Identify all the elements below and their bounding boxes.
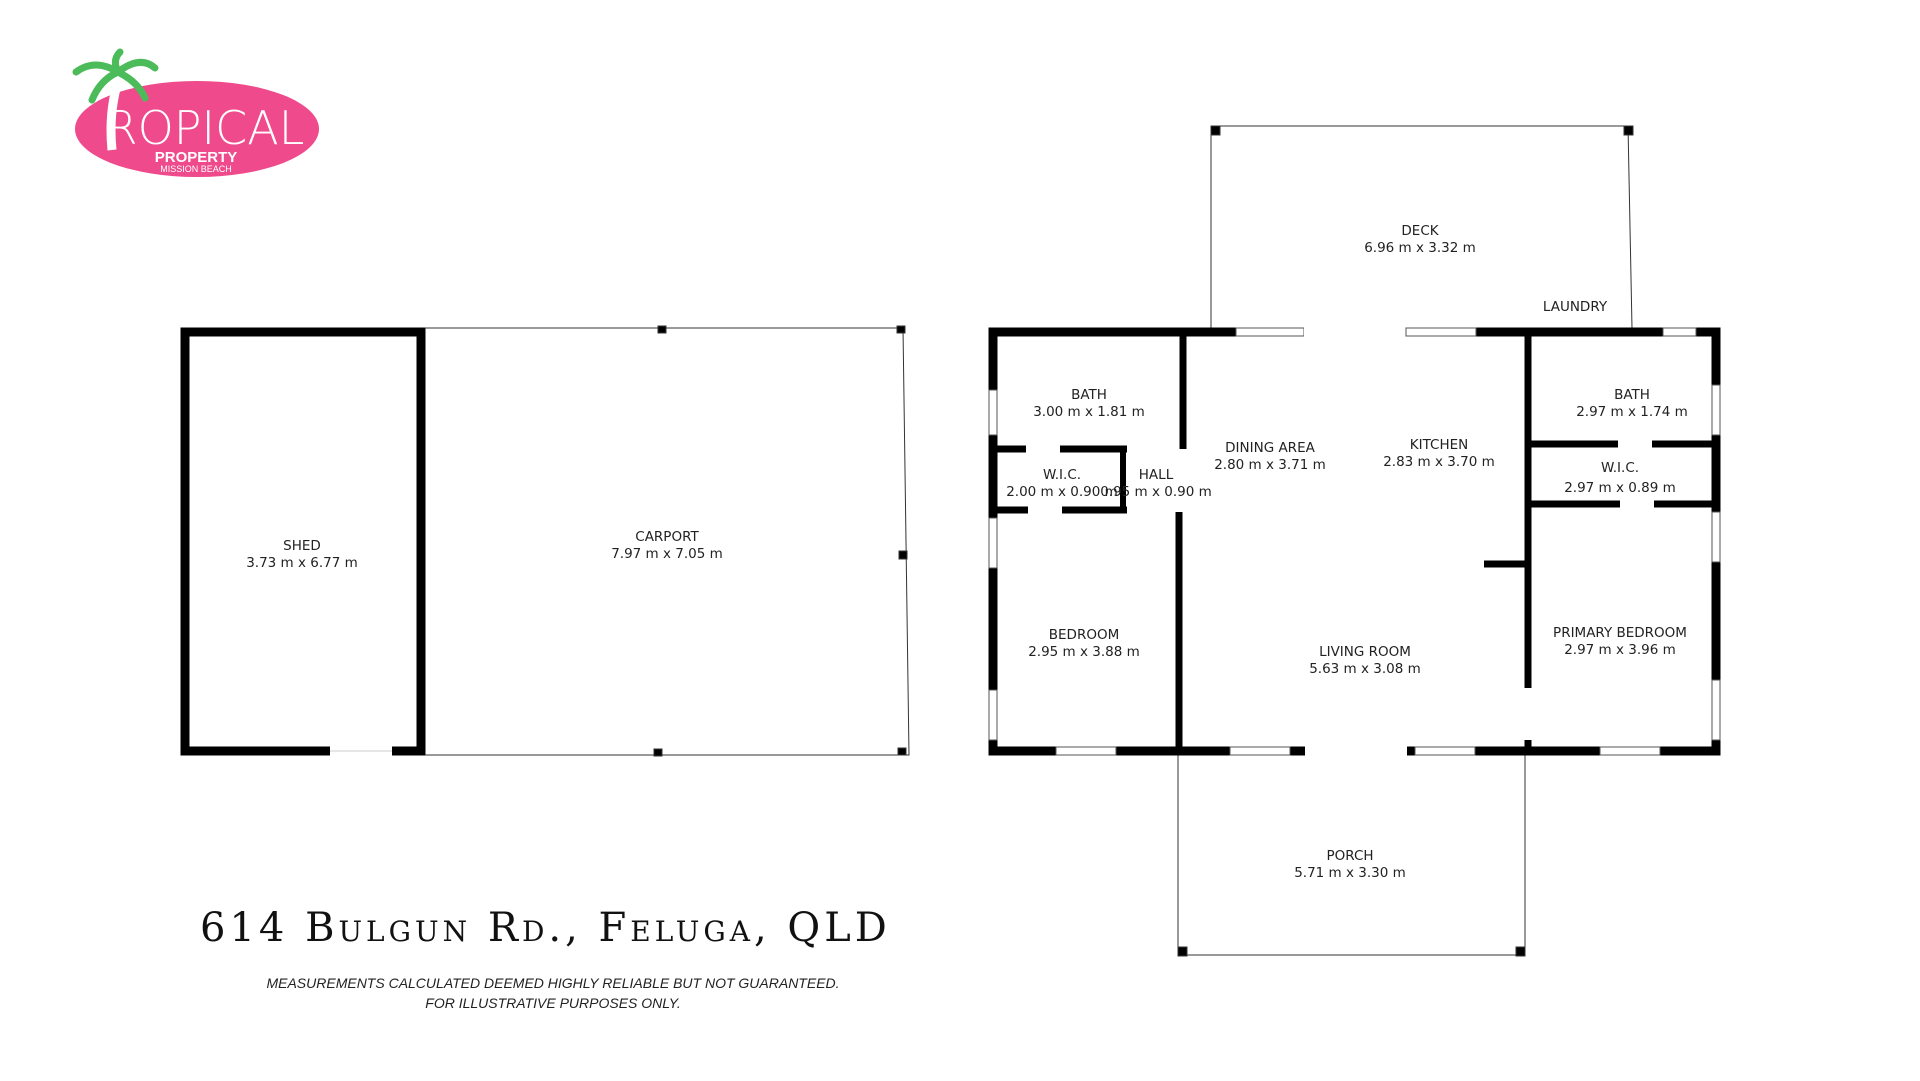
svg-text:2.80 m x 3.71 m: 2.80 m x 3.71 m [1214, 457, 1326, 473]
svg-text:5.71 m x 3.30 m: 5.71 m x 3.30 m [1294, 865, 1406, 881]
svg-text:0.95 m x 0.90 m: 0.95 m x 0.90 m [1100, 484, 1212, 500]
porch-outline [1177, 755, 1526, 957]
svg-text:PROPERTY: PROPERTY [155, 149, 238, 166]
room-wic-1: W.I.C.2.00 m x 0.90 m [1006, 467, 1118, 500]
svg-text:2.97 m x 0.89 m: 2.97 m x 0.89 m [1564, 480, 1676, 496]
svg-text:2.97 m x 1.74 m: 2.97 m x 1.74 m [1576, 404, 1688, 420]
deck-outline [1210, 125, 1634, 329]
disclaimer-line-1: MEASUREMENTS CALCULATED DEEMED HIGHLY RE… [266, 975, 840, 991]
room-wic-2: W.I.C. 2.97 m x 0.89 m [1564, 460, 1676, 496]
room-laundry: LAUNDRY [1543, 299, 1608, 315]
svg-text:7.97 m x 7.05 m: 7.97 m x 7.05 m [611, 546, 723, 562]
svg-text:3.73 m x 6.77 m: 3.73 m x 6.77 m [246, 555, 358, 571]
svg-text:DINING AREA: DINING AREA [1225, 440, 1315, 456]
company-logo: ROPICAL PROPERTY MISSION BEACH [72, 48, 319, 177]
svg-text:W.I.C.: W.I.C. [1601, 460, 1639, 476]
svg-text:LAUNDRY: LAUNDRY [1543, 299, 1608, 315]
shed-outline [180, 327, 426, 756]
svg-text:BATH: BATH [1071, 387, 1107, 403]
svg-text:BATH: BATH [1614, 387, 1650, 403]
svg-text:DECK: DECK [1401, 223, 1439, 239]
svg-text:CARPORT: CARPORT [635, 529, 699, 545]
svg-text:LIVING ROOM: LIVING ROOM [1319, 644, 1411, 660]
svg-text:5.63 m x 3.08 m: 5.63 m x 3.08 m [1309, 661, 1421, 677]
property-address: 614 Bulgun Rd., Feluga, QLD [200, 905, 891, 951]
svg-text:2.97 m x 3.96 m: 2.97 m x 3.96 m [1564, 642, 1676, 658]
svg-text:PRIMARY BEDROOM: PRIMARY BEDROOM [1553, 625, 1687, 641]
svg-text:KITCHEN: KITCHEN [1410, 437, 1469, 453]
svg-text:SHED: SHED [283, 538, 321, 554]
svg-text:6.96 m x 3.32 m: 6.96 m x 3.32 m [1364, 240, 1476, 256]
svg-text:ROPICAL: ROPICAL [106, 101, 305, 155]
svg-text:HALL: HALL [1139, 467, 1174, 483]
svg-text:2.95 m x 3.88 m: 2.95 m x 3.88 m [1028, 644, 1140, 660]
svg-text:PORCH: PORCH [1326, 848, 1373, 864]
disclaimer-line-2: FOR ILLUSTRATIVE PURPOSES ONLY. [425, 995, 681, 1011]
carport-outline [425, 325, 910, 757]
svg-text:3.00 m x 1.81 m: 3.00 m x 1.81 m [1033, 404, 1145, 420]
svg-text:BEDROOM: BEDROOM [1049, 627, 1119, 643]
svg-text:2.00 m x 0.90 m: 2.00 m x 0.90 m [1006, 484, 1118, 500]
windows [988, 327, 1721, 756]
svg-text:MISSION BEACH: MISSION BEACH [160, 164, 232, 174]
svg-text:W.I.C.: W.I.C. [1043, 467, 1081, 483]
svg-text:2.83 m x 3.70 m: 2.83 m x 3.70 m [1383, 454, 1495, 470]
